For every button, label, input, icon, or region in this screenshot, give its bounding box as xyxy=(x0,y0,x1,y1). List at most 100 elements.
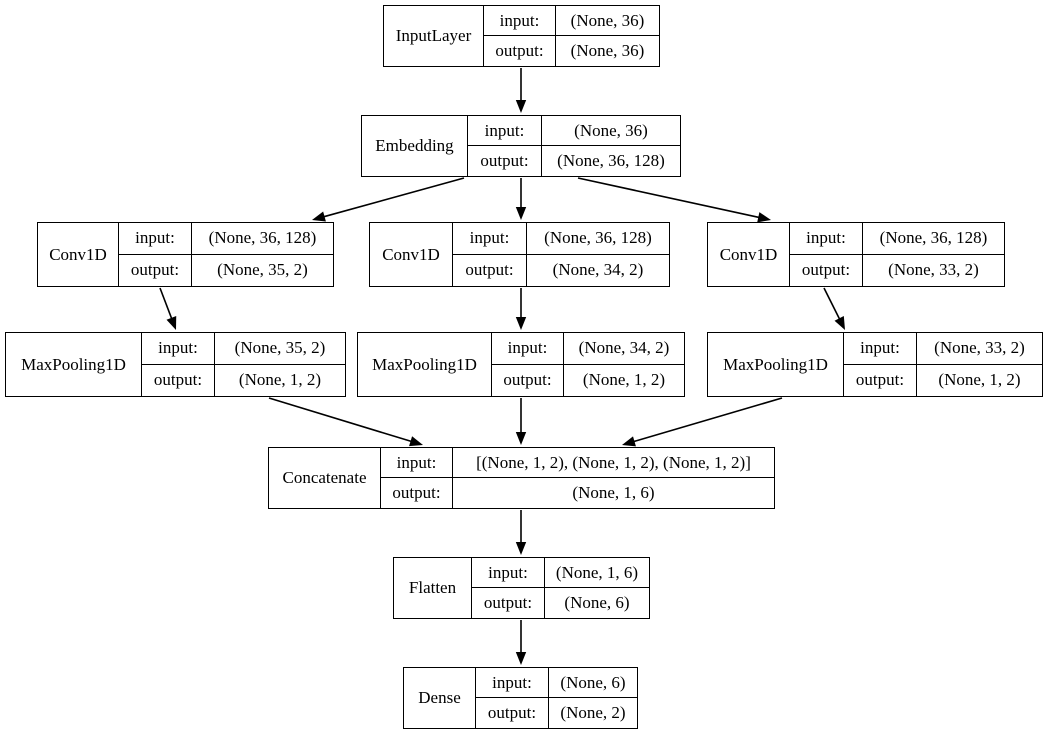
node-conv1d_center-input-row: input:(None, 36, 128) xyxy=(453,223,669,255)
node-input_layer-layer-name: InputLayer xyxy=(384,6,484,66)
edge-arrowhead xyxy=(312,211,326,222)
node-dense-input-row: input: (None, 6) xyxy=(476,668,637,698)
node-maxpool_center-input-label: input: xyxy=(492,333,564,364)
edge-arrowhead xyxy=(515,317,527,330)
node-flatten-layer-name: Flatten xyxy=(394,558,472,618)
node-flatten-input-label: input: xyxy=(472,558,545,587)
edge-arrowhead xyxy=(622,436,636,447)
edge-line xyxy=(322,177,465,218)
edge-arrowhead xyxy=(409,436,423,447)
node-flatten-input-row: input: (None, 1, 6) xyxy=(472,558,649,588)
edge-conv1d_center-to-maxpool_center xyxy=(515,288,527,330)
node-maxpool_right-output-label: output: xyxy=(844,364,917,396)
node-flatten-output-row: output:(None, 6) xyxy=(472,588,649,618)
node-maxpool_center-input-shape: (None, 34, 2) xyxy=(578,338,670,358)
edge-line xyxy=(823,287,841,321)
node-maxpool_center-layer-name: MaxPooling1D xyxy=(358,333,492,396)
edge-line xyxy=(268,397,413,443)
node-maxpool_right-output-row: output: (None, 1, 2) xyxy=(844,364,1042,396)
node-dense-input-shape: (None, 6) xyxy=(560,672,626,692)
node-input_layer-input-label: input: xyxy=(484,6,556,35)
node-maxpool_left-layer-name: MaxPooling1D xyxy=(6,333,142,396)
node-maxpool_center-input-row: input: (None, 34, 2) xyxy=(492,333,684,365)
node-concatenate-layer-name: Concatenate xyxy=(269,448,381,508)
node-embedding-input-row: input:(None, 36) xyxy=(468,116,680,146)
node-conv1d_left-output-shape: (None, 35, 2) xyxy=(217,260,308,280)
edge-arrowhead xyxy=(515,100,527,113)
node-maxpool_left-input-shape: (None, 35, 2) xyxy=(234,338,326,358)
edge-arrowhead xyxy=(834,316,845,330)
node-concatenate-io-table: input:[(None, 1, 2), (None, 1, 2), (None… xyxy=(381,448,774,508)
node-conv1d_left-output-row: output: (None, 35, 2) xyxy=(119,254,333,286)
node-dense-io-table: input:(None, 6)output:(None, 2) xyxy=(476,668,637,728)
node-conv1d_right-input-row: input:(None, 36, 128) xyxy=(790,223,1004,255)
edge-embedding-to-conv1d_left xyxy=(312,177,465,222)
node-conv1d_center-output-shape: (None, 34, 2) xyxy=(552,260,644,280)
node-dense-input-label: input: xyxy=(476,668,549,697)
node-conv1d_left-io-table: input:(None, 36, 128)output:(None, 35, 2… xyxy=(119,223,333,286)
node-maxpool_right-input-shape: (None, 33, 2) xyxy=(934,338,1025,358)
node-embedding-layer-name: Embedding xyxy=(362,116,468,176)
edge-maxpool_right-to-concatenate xyxy=(622,397,783,447)
node-flatten-io-table: input: (None, 1, 6) output:(None, 6) xyxy=(472,558,649,618)
node-maxpool_right-input-row: input:(None, 33, 2) xyxy=(844,333,1042,365)
edge-concatenate-to-flatten xyxy=(515,510,527,555)
node-conv1d_right-layer-name: Conv1D xyxy=(708,223,790,286)
node-dense-layer-name: Dense xyxy=(404,668,476,728)
node-maxpool_center-io-table: input: (None, 34, 2) output:(None, 1, 2) xyxy=(492,333,684,396)
node-dense-output-shape: (None, 2) xyxy=(560,703,626,722)
node-conv1d_right-output-label: output: xyxy=(790,254,863,286)
edge-conv1d_left-to-maxpool_left xyxy=(159,287,177,330)
node-embedding-io-table: input:(None, 36)output:(None, 36, 128) xyxy=(468,116,680,176)
edge-arrowhead xyxy=(757,212,771,223)
node-concatenate-output-shape: (None, 1, 6) xyxy=(572,483,655,502)
node-conv1d_center-input-shape: (None, 36, 128) xyxy=(544,228,652,248)
node-input_layer-io-table: input:(None, 36)output:(None, 36) xyxy=(484,6,659,66)
node-conv1d_center-output-label: output: xyxy=(453,254,527,286)
node-concatenate-input-row: input:[(None, 1, 2), (None, 1, 2), (None… xyxy=(381,448,774,478)
node-conv1d_left-output-label: output: xyxy=(119,254,192,286)
node-conv1d_right-input-label: input: xyxy=(790,223,863,254)
node-maxpool_left-output-shape: (None, 1, 2) xyxy=(238,370,322,390)
edge-embedding-to-conv1d_center xyxy=(515,178,527,220)
node-concatenate-output-label: output: xyxy=(381,478,453,508)
edge-maxpool_center-to-concatenate xyxy=(515,398,527,445)
node-embedding-input-label: input: xyxy=(468,116,542,145)
node-flatten-input-shape: (None, 1, 6) xyxy=(555,562,639,582)
node-embedding-output-shape: (None, 36, 128) xyxy=(557,151,665,170)
edge-line xyxy=(159,287,173,321)
node-conv1d_center-layer-name: Conv1D xyxy=(370,223,453,286)
node-maxpool_left-io-table: input:(None, 35, 2)output:(None, 1, 2) xyxy=(142,333,345,396)
node-maxpool_right-output-shape: (None, 1, 2) xyxy=(938,370,1021,390)
edge-line xyxy=(577,177,761,219)
edge-embedding-to-conv1d_right xyxy=(577,177,771,223)
edge-arrowhead xyxy=(515,207,527,220)
edge-arrowhead xyxy=(166,316,177,330)
edge-arrowhead xyxy=(515,432,527,445)
node-conv1d_left-input-label: input: xyxy=(119,223,192,254)
node-conv1d_right-io-table: input:(None, 36, 128)output:(None, 33, 2… xyxy=(790,223,1004,286)
node-maxpool_right-layer-name: MaxPooling1D xyxy=(708,333,844,396)
node-concatenate-output-row: output: (None, 1, 6) xyxy=(381,478,774,508)
edge-arrowhead xyxy=(515,652,527,665)
node-conv1d_left-layer-name: Conv1D xyxy=(38,223,119,286)
node-input_layer-output-shape: (None, 36) xyxy=(570,41,645,60)
edge-flatten-to-dense xyxy=(515,620,527,665)
node-conv1d_center-output-row: output: (None, 34, 2) xyxy=(453,254,669,286)
node-maxpool_left-output-label: output: xyxy=(142,364,215,396)
edge-arrowhead xyxy=(515,542,527,555)
node-flatten-output-label: output: xyxy=(472,588,545,618)
node-maxpool_left-output-row: output: (None, 1, 2) xyxy=(142,364,345,396)
node-maxpool_center-output-row: output:(None, 1, 2) xyxy=(492,364,684,396)
